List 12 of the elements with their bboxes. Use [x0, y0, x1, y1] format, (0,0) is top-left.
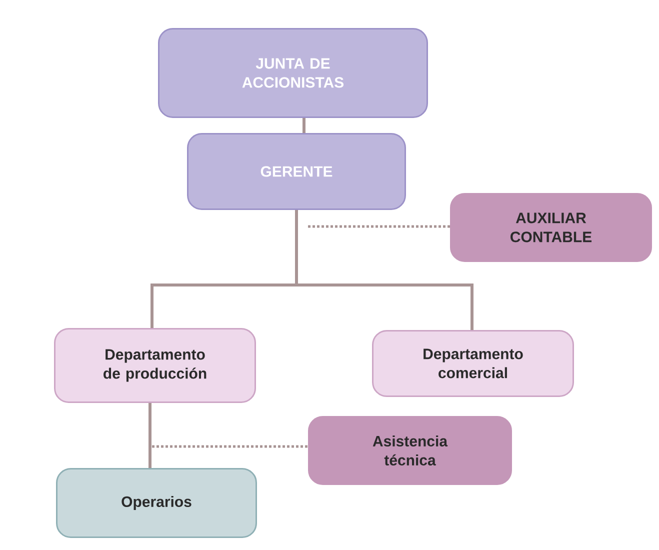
connector-line: [295, 210, 474, 330]
department-box: Departamento comercial: [372, 330, 574, 397]
connector-line: [148, 403, 152, 468]
connector-line: [152, 445, 308, 448]
staff-box: Asistencia técnica: [308, 416, 512, 485]
staff-box: AUXILIAR CONTABLE: [450, 193, 652, 262]
connector-line: [302, 118, 306, 133]
connector-line: [308, 225, 450, 228]
department-box: Departamento de producción: [54, 328, 256, 403]
board-box: JUNTA DE ACCIONISTAS: [158, 28, 428, 118]
worker-box: Operarios: [56, 468, 257, 538]
manager-box: GERENTE: [187, 133, 406, 210]
